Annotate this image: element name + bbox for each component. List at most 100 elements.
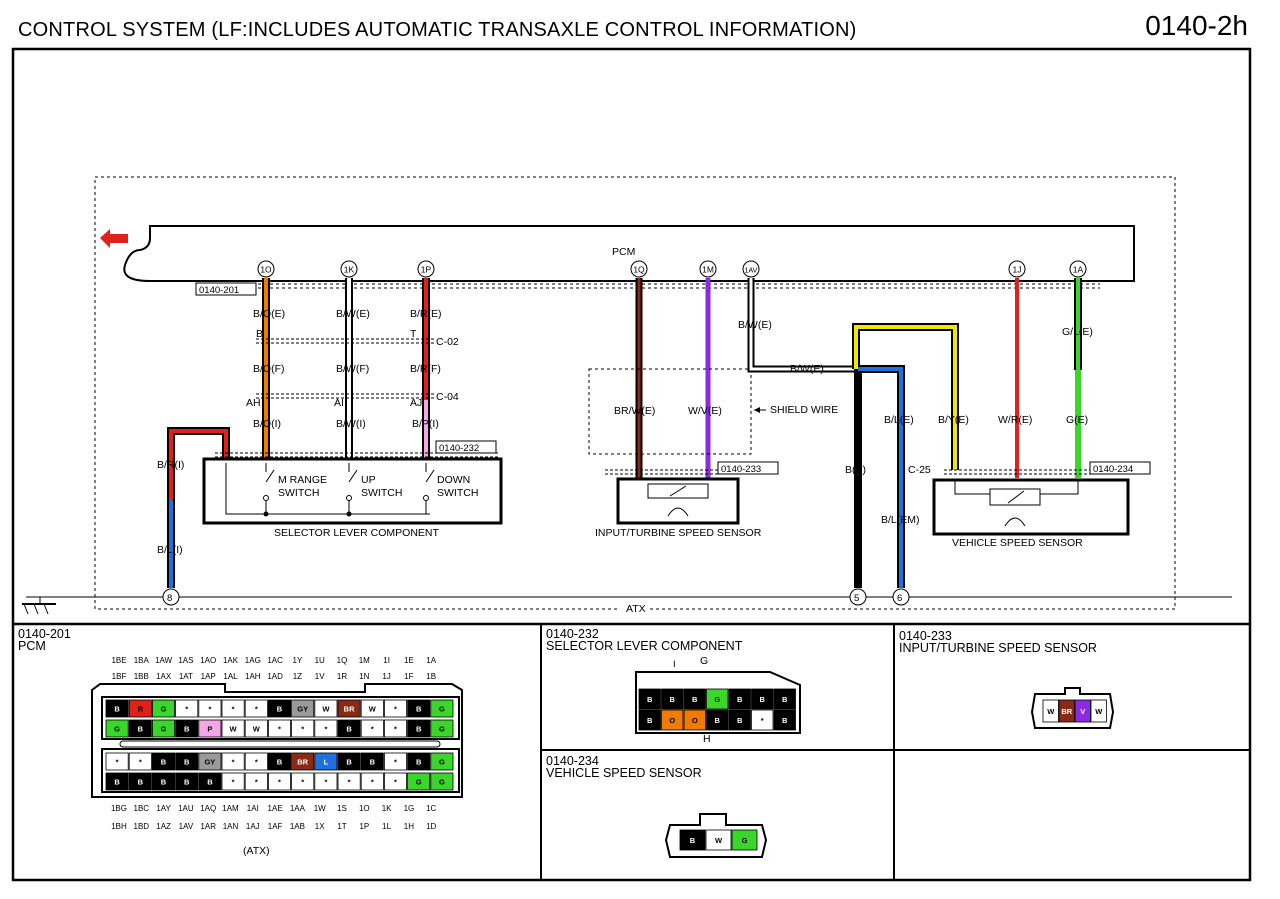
pin-label-1L: 1L (382, 822, 391, 831)
svg-text:*: * (761, 716, 764, 725)
svg-text:G: G (439, 705, 445, 714)
svg-text:*: * (301, 778, 304, 787)
panel-vss-name: VEHICLE SPEED SENSOR (546, 766, 702, 780)
pcm-cell-pcm_r2-10: B (337, 719, 361, 738)
svg-text:G: G (714, 695, 720, 704)
svg-text:1P: 1P (421, 265, 432, 275)
label-c02: C-02 (436, 336, 459, 348)
page-code: 0140-2h (1145, 10, 1248, 41)
pcm-cell-pcm_r1-8: GY (291, 699, 315, 718)
svg-text:1A: 1A (1073, 265, 1084, 275)
pcm-cell-pcm_r1-0: B (105, 699, 129, 718)
pin-label-1BH: 1BH (111, 822, 127, 831)
atx-label: ATX (626, 603, 646, 615)
label-ai: AI (334, 397, 344, 409)
sel-cell-2-6: B (773, 709, 796, 731)
wire-br-bl (167, 427, 230, 588)
label-bw-f: B/W(F) (336, 363, 369, 375)
svg-text:*: * (394, 758, 397, 767)
svg-text:8: 8 (167, 593, 172, 604)
wire-yellow (852, 323, 959, 470)
sel-cell-1-0: B (638, 688, 661, 710)
label-c04: C-04 (436, 391, 459, 403)
svg-text:B: B (715, 716, 721, 725)
svg-text:B: B (346, 725, 352, 734)
ground-point-8: 8 (162, 588, 180, 606)
pcm-cell-pcm_r3-9: L (314, 752, 338, 771)
pin-1AV: 1AV (742, 260, 760, 278)
pcm-cell-pcm_r2-8: * (291, 719, 315, 738)
pin-label-1AF: 1AF (268, 822, 283, 831)
panel-turbine-name: INPUT/TURBINE SPEED SENSOR (899, 641, 1097, 655)
pin-label-1BA: 1BA (134, 656, 150, 665)
pin-label-1BD: 1BD (134, 822, 150, 831)
pin-label-1Y: 1Y (293, 656, 303, 665)
sel-cell-1-5: B (751, 688, 774, 710)
pin-label-1AT: 1AT (179, 672, 193, 681)
sel-cell-2-2: O (683, 709, 706, 731)
pin-label-1AE: 1AE (268, 804, 283, 813)
pcm-cell-pcm_r1-11: W (360, 699, 384, 718)
svg-text:*: * (278, 725, 281, 734)
label-brw: BR/W(E) (614, 405, 655, 417)
pcm-cell-pcm_r4-10: * (337, 772, 361, 791)
pcm-cell-pcm_r4-12: * (383, 772, 407, 791)
pcm-cell-pcm_r3-12: * (383, 752, 407, 771)
svg-text:B: B (207, 778, 213, 787)
svg-text:*: * (116, 758, 119, 767)
svg-text:B: B (114, 778, 120, 787)
panel-vss-code: 0140-234 (546, 754, 599, 768)
pcm-cell-pcm_r1-2: G (151, 699, 175, 718)
svg-text:W: W (715, 836, 723, 845)
svg-text:B: B (114, 705, 120, 714)
pcm-cell-pcm_r1-4: * (198, 699, 222, 718)
pin-label-1J: 1J (382, 672, 390, 681)
pin-label-1AB: 1AB (290, 822, 305, 831)
svg-text:W: W (1047, 707, 1055, 716)
svg-text:BR: BR (1061, 707, 1072, 716)
svg-text:1O: 1O (260, 265, 272, 275)
pcm-cell-pcm_r3-11: B (360, 752, 384, 771)
pin-label-1AA: 1AA (290, 804, 306, 813)
pin-label-1I: 1I (383, 656, 390, 665)
svg-text:B: B (782, 716, 788, 725)
switch-up-2: SWITCH (361, 487, 402, 499)
svg-text:B: B (138, 725, 144, 734)
pcm-cell-pcm_r3-3: B (175, 752, 199, 771)
svg-text:*: * (255, 778, 258, 787)
svg-text:B: B (161, 778, 167, 787)
pin-label-1U: 1U (315, 656, 325, 665)
label-br-e: B/R(E) (410, 308, 442, 320)
svg-text:*: * (278, 778, 281, 787)
pin-label-1BF: 1BF (112, 672, 127, 681)
wire-1AV (747, 278, 858, 373)
pcm-cell-pcm_r2-1: B (128, 719, 152, 738)
page-title: CONTROL SYSTEM (LF:INCLUDES AUTOMATIC TR… (18, 19, 857, 41)
label-bp-i: B/P(I) (412, 418, 439, 430)
pcm-cell-pcm_r2-4: P (198, 719, 222, 738)
pcm-cell-pcm_r1-14: G (430, 699, 454, 718)
svg-text:V: V (1080, 707, 1085, 716)
svg-text:B: B (184, 778, 190, 787)
label-wv: W/V(E) (688, 405, 722, 417)
panel-pcm-name: PCM (18, 639, 46, 653)
svg-text:*: * (394, 705, 397, 714)
pin-label-1AX: 1AX (156, 672, 172, 681)
svg-text:*: * (394, 778, 397, 787)
label-b: B (256, 328, 263, 340)
pcm-cell-pcm_r1-6: * (244, 699, 268, 718)
pin-label-1V: 1V (315, 672, 325, 681)
svg-text:W: W (230, 725, 238, 734)
pcm-cell-pcm_r4-6: * (244, 772, 268, 791)
sel-cell-1-2: B (683, 688, 706, 710)
pcm-cell-pcm_r3-2: B (151, 752, 175, 771)
pin-label-1AG: 1AG (245, 656, 261, 665)
svg-text:B: B (737, 695, 743, 704)
pcm-label: PCM (612, 246, 635, 258)
connector-tag-232: 0140-232 (439, 443, 479, 454)
pin-label-1G: 1G (404, 804, 415, 813)
svg-text:G: G (439, 778, 445, 787)
pin-label-1AY: 1AY (156, 804, 171, 813)
